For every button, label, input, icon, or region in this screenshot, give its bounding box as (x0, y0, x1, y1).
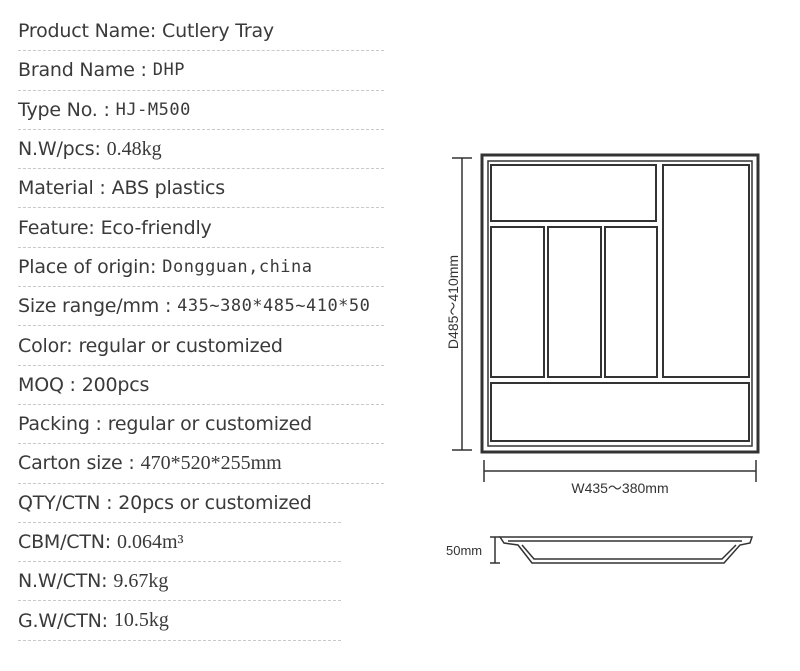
spec-label: Brand Name : (18, 59, 147, 82)
spec-label: Material : (18, 177, 106, 200)
spec-value: Dongguan,china (162, 256, 313, 277)
spec-row: Product Name:Cutlery Tray (18, 12, 384, 52)
depth-dimension (452, 157, 472, 451)
spec-label: Carton size : (18, 452, 135, 475)
spec-row: Color:regular or customized (18, 326, 384, 366)
tray-top-view (480, 153, 760, 454)
spec-value: regular or customized (78, 334, 283, 357)
spec-label: CBM/CTN: (18, 531, 111, 554)
spec-label: N.W/CTN: (18, 570, 108, 593)
spec-label: QTY/CTN : (18, 491, 113, 514)
spec-value: 0.064m³ (116, 530, 184, 553)
spec-label: Type No. : (18, 98, 110, 121)
spec-row: MOQ :200pcs (18, 366, 384, 405)
spec-value: 200pcs (81, 373, 150, 396)
spec-value: 9.67kg (113, 569, 169, 592)
height-label: 50mm (446, 543, 482, 558)
spec-row: N.W/CTN:9.67kg (18, 562, 341, 602)
spec-label: Size range/mm : (18, 295, 172, 318)
spec-value: 20pcs or customized (118, 491, 312, 514)
spec-label: Place of origin: (18, 255, 157, 278)
spec-label: MOQ : (18, 373, 76, 396)
tray-side-profile (498, 536, 754, 564)
spec-value: ABS plastics (111, 177, 226, 200)
spec-label: Color: (18, 334, 73, 357)
spec-row: Carton size :470*520*255mm (18, 444, 384, 484)
spec-value: DHP (152, 60, 185, 81)
spec-value: 470*520*255mm (140, 451, 282, 474)
spec-row: Feature:Eco-friendly (18, 209, 384, 248)
spec-value: 435~380*485~410*50 (177, 296, 371, 317)
spec-value: Cutlery Tray (162, 20, 274, 43)
spec-value: 0.48kg (106, 137, 162, 160)
spec-label: Feature: (18, 216, 95, 239)
spec-row: CBM/CTN:0.064m³ (18, 523, 341, 563)
spec-value: regular or customized (107, 413, 312, 436)
spec-value: HJ-M500 (115, 99, 191, 120)
spec-label: Product Name: (18, 20, 157, 43)
spec-value: Eco-friendly (100, 216, 212, 239)
spec-row: Material :ABS plastics (18, 169, 384, 209)
spec-label: Packing : (18, 413, 102, 436)
spec-value: 10.5kg (113, 609, 169, 632)
spec-row: Type No. :HJ-M500 (18, 91, 384, 130)
height-dimension (490, 536, 500, 564)
spec-label: G.W/CTN: (18, 609, 108, 632)
spec-row: Packing :regular or customized (18, 405, 384, 445)
spec-row: N.W/pcs:0.48kg (18, 130, 384, 170)
spec-row: G.W/CTN:10.5kg (18, 602, 341, 641)
width-label: W435～380mm (571, 480, 668, 496)
tray-technical-drawing: D485～410mm W435～380mm 50mm (445, 153, 760, 564)
spec-row: Place of origin:Dongguan,china (18, 248, 384, 288)
depth-label: D485～410mm (445, 255, 461, 349)
spec-label: N.W/pcs: (18, 138, 101, 161)
spec-row: Brand Name :DHP (18, 51, 384, 91)
width-dimension (483, 460, 757, 482)
spec-row: Size range/mm :435~380*485~410*50 (18, 287, 384, 327)
spec-row: QTY/CTN :20pcs or customized (18, 484, 341, 523)
